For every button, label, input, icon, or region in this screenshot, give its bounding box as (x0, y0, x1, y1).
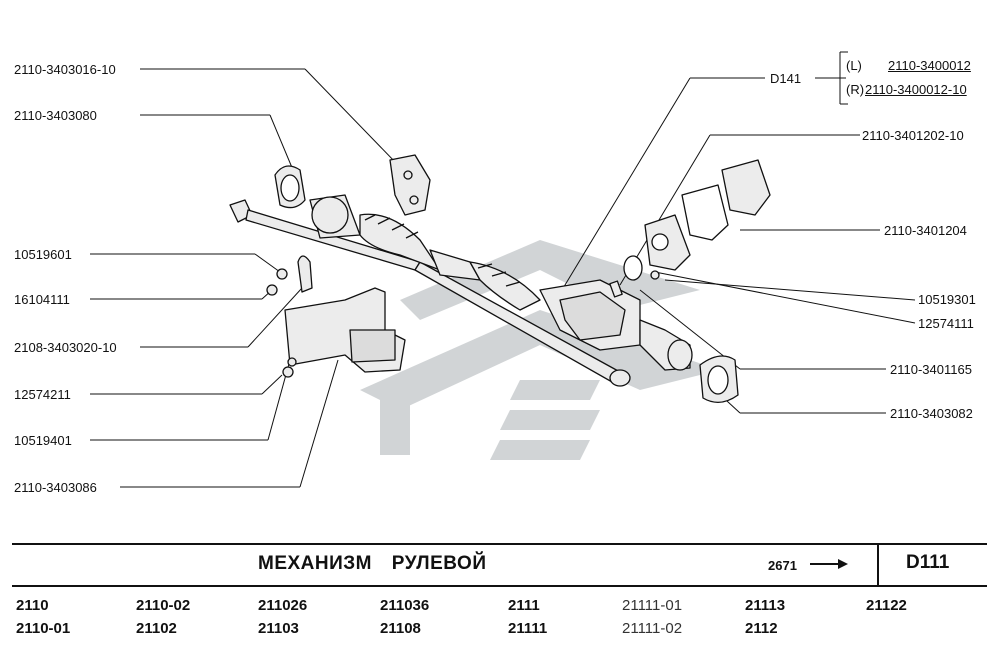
model-item: 211026 (258, 597, 308, 614)
reference-page-link[interactable]: 2671 (768, 558, 797, 573)
bracket-clip (389, 154, 431, 216)
right-arrow-icon (810, 559, 848, 569)
label-part-2110-3401204: 2110-3401204 (884, 223, 967, 238)
page-title: МЕХАНИЗМ РУЛЕВОЙ (258, 553, 487, 574)
label-part-10519301: 10519301 (918, 292, 976, 307)
variant-bracket (839, 51, 848, 105)
label-part-2108-3403020-10: 2108-3403020-10 (14, 340, 117, 355)
label-part-10519401: 10519401 (14, 433, 72, 448)
model-item: 2112 (745, 620, 778, 637)
rack-housing (309, 194, 693, 371)
footer-bottom-rule (12, 585, 987, 587)
model-item: 2110 (16, 597, 49, 614)
label-part-12574111: 12574111 (918, 316, 974, 331)
label-part-12574211: 12574211 (14, 387, 71, 402)
label-part-2110-3401165: 2110-3401165 (890, 362, 972, 377)
model-item: 21108 (380, 620, 421, 637)
label-part-2110-3401202-10: 2110-3401202-10 (862, 128, 964, 143)
steering-gear-parts (229, 154, 771, 403)
label-part-2110-3403086: 2110-3403086 (14, 480, 97, 495)
right-support (699, 355, 739, 403)
label-part-10519601: 10519601 (14, 247, 72, 262)
model-item: 2110-01 (16, 620, 71, 637)
model-item: 21111 (508, 620, 548, 637)
label-variant-left-part: 2110-3400012 (888, 58, 971, 73)
model-item: 2110-02 (136, 597, 191, 614)
mounting-bracket (282, 287, 406, 378)
model-item: 21102 (136, 620, 177, 637)
model-item: 21111-01 (622, 597, 683, 614)
model-item: 2111 (508, 597, 540, 614)
model-item: 211036 (380, 597, 430, 614)
steering-gear-diagram (90, 51, 916, 488)
label-variant-right-part: 2110-3400012-10 (865, 82, 967, 97)
left-support (274, 165, 306, 209)
label-part-16104111: 16104111 (14, 292, 70, 307)
footer-top-rule (12, 543, 987, 545)
label-part-2110-3403016-10: 2110-3403016-10 (14, 62, 116, 77)
model-item: 21103 (258, 620, 299, 637)
left-tie-rod (229, 199, 631, 387)
model-item: 21113 (745, 597, 786, 614)
model-item: 21111-02 (622, 620, 683, 637)
label-variant-right-tag: (R) (846, 82, 865, 97)
clamp (266, 255, 313, 296)
model-item: 21122 (866, 597, 907, 614)
section-code: D111 (906, 552, 950, 573)
label-part-2110-3403082: 2110-3403082 (890, 406, 973, 421)
label-part-d141: D141 (770, 71, 802, 86)
label-part-2110-3403080: 2110-3403080 (14, 108, 97, 123)
label-variant-left-tag: (L) (846, 58, 862, 73)
plates (623, 159, 771, 281)
footer-separator (877, 543, 879, 587)
